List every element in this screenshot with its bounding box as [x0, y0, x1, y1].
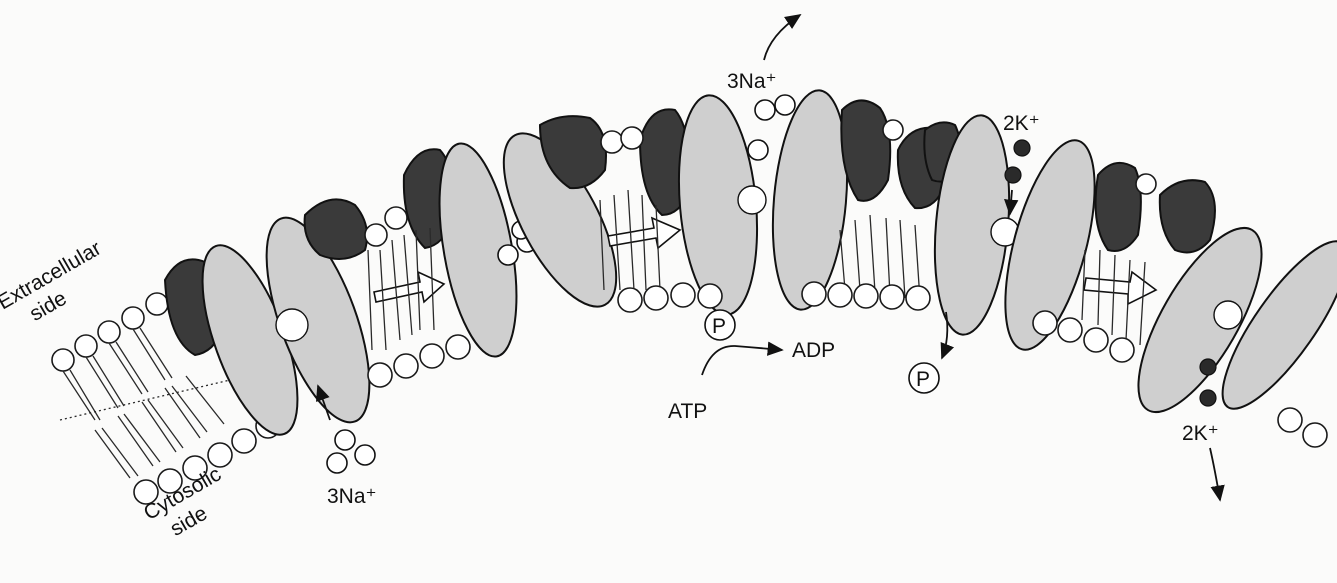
sodium-exit-arrow: [764, 15, 800, 60]
phosphate-1-label: P: [712, 315, 726, 338]
adp-label: ADP: [792, 339, 835, 362]
pump-state-1: [165, 199, 391, 446]
atp-to-adp-arrow: [702, 346, 782, 375]
potassium-ions-extracellular: [1005, 140, 1030, 183]
sodium-ions-cytosolic: [327, 430, 375, 473]
potassium-entry-arrow: [1010, 190, 1012, 214]
potassium-top-label: 2K⁺: [1003, 112, 1040, 135]
sodium-top-label: 3Na⁺: [727, 70, 777, 93]
phosphate-2-label: P: [916, 368, 930, 391]
pump-state-5: [987, 131, 1337, 447]
potassium-bottom-label: 2K⁺: [1182, 422, 1219, 445]
atp-label: ATP: [668, 400, 707, 423]
conformation-arrow-3: [1084, 272, 1156, 304]
potassium-exit-arrow: [1210, 448, 1220, 500]
pump-state-3: [481, 92, 766, 322]
pump-state-4: [765, 87, 1019, 337]
sodium-bottom-label: 3Na⁺: [327, 485, 377, 508]
extracellular-side-label: Extracellular side: [0, 237, 118, 337]
phosphate-release-arrow: [942, 312, 947, 358]
